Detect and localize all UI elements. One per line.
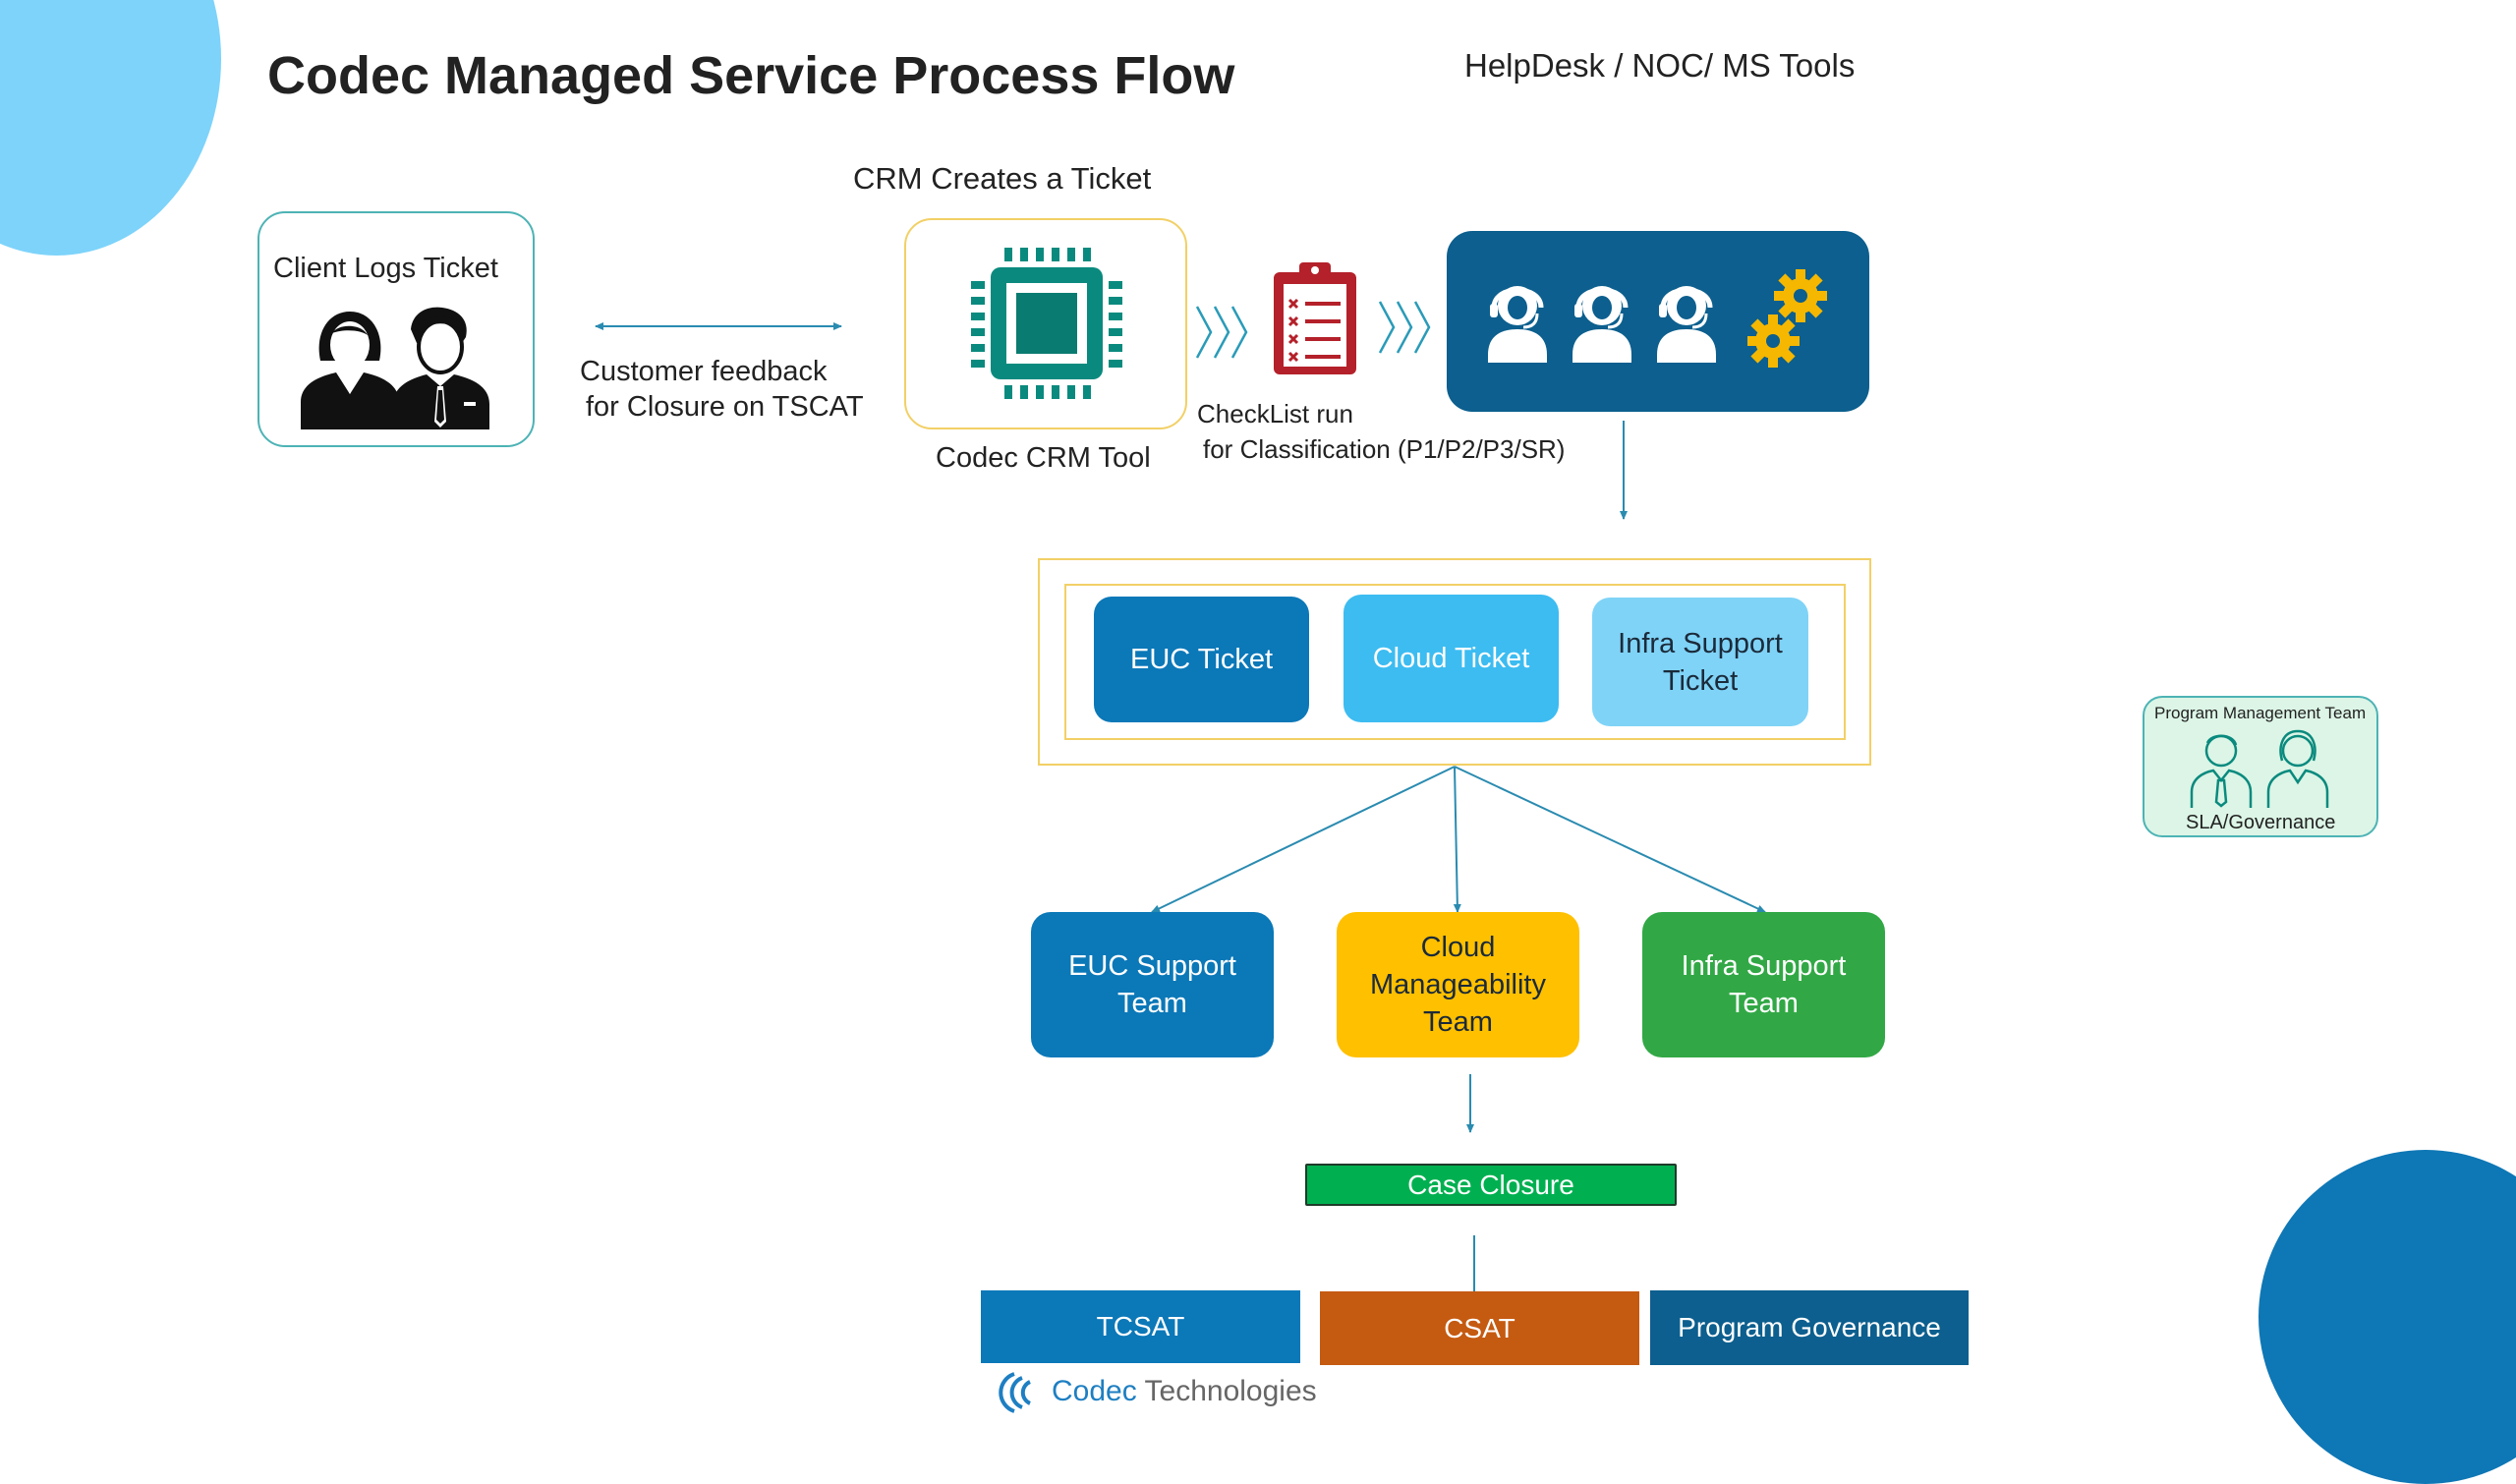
gears-icon	[1747, 269, 1827, 368]
crm-tool-label: Codec CRM Tool	[936, 442, 1151, 474]
program-management-title: Program Management Team	[2154, 704, 2367, 722]
checklist-line-1: CheckList run	[1197, 399, 1353, 428]
checklist-label: CheckList run for Classification (P1/P2/…	[1197, 396, 1565, 467]
crm-heading: CRM Creates a Ticket	[853, 161, 1152, 196]
codec-logo-icon	[999, 1372, 1031, 1413]
infra-support-ticket: Infra Support Ticket	[1592, 598, 1808, 726]
tcsat-label: TCSAT	[1096, 1311, 1185, 1341]
cloud-ticket: Cloud Ticket	[1344, 595, 1559, 722]
feedback-label: Customer feedback for Closure on TSCAT	[580, 354, 864, 425]
ticket-group-outer-frame	[1038, 558, 1871, 766]
infra-support-team-label: Infra Support Team	[1681, 950, 1847, 1019]
chevrons-left	[1195, 306, 1248, 359]
euc-ticket-label: EUC Ticket	[1129, 644, 1274, 675]
codec-logo-text: Codec Technologies	[1052, 1375, 1317, 1408]
feedback-line-1: Customer feedback	[580, 356, 828, 387]
client-card: Client Logs Ticket	[257, 211, 535, 447]
clients-icon	[301, 307, 489, 429]
csat-bar: CSAT	[1320, 1291, 1639, 1365]
logo-suffix: Technologies	[1144, 1375, 1317, 1407]
csat-label: CSAT	[1444, 1312, 1515, 1343]
arrow-to-euc-team	[1151, 766, 1456, 913]
support-agents-group	[1488, 286, 1716, 363]
cloud-ticket-label: Cloud Ticket	[1372, 643, 1530, 674]
manager-icon	[2190, 729, 2329, 808]
case-closure-bar: Case Closure	[1305, 1164, 1677, 1206]
ticket-group-inner-frame	[1064, 584, 1846, 740]
program-management-card: Program Management Team SLA/Governance	[2143, 696, 2378, 837]
page-title: Codec Managed Service Process Flow	[267, 46, 1235, 105]
cloud-manageability-team: Cloud Manageability Team	[1337, 912, 1579, 1057]
euc-ticket: EUC Ticket	[1094, 597, 1309, 722]
case-closure-label: Case Closure	[1407, 1169, 1574, 1200]
chevrons-right	[1378, 301, 1431, 354]
chip-icon	[971, 248, 1122, 399]
program-governance-label: Program Governance	[1678, 1312, 1941, 1342]
helpdesk-team-box	[1447, 231, 1869, 412]
euc-support-team: EUC Support Team	[1031, 912, 1274, 1057]
sla-governance-label: SLA/Governance	[2186, 812, 2336, 833]
helpdesk-tools-label: HelpDesk / NOC/ MS Tools	[1464, 47, 1856, 84]
checklist-line-2: for Classification (P1/P2/P3/SR)	[1203, 434, 1566, 464]
logo-brand: Codec	[1052, 1375, 1137, 1407]
flow-connectors	[595, 301, 1766, 1293]
program-governance-bar: Program Governance	[1650, 1290, 1969, 1365]
feedback-line-2: for Closure on TSCAT	[586, 391, 864, 423]
client-logs-ticket-label: Client Logs Ticket	[273, 253, 498, 284]
arrow-to-cloud-team	[1453, 766, 1461, 913]
arrow-to-infra-team	[1454, 766, 1766, 913]
cloud-manageability-team-label: Cloud Manageability Team	[1370, 932, 1546, 1038]
euc-support-team-label: EUC Support Team	[1068, 950, 1236, 1019]
crm-tool-card	[904, 218, 1187, 429]
infra-support-team: Infra Support Team	[1642, 912, 1885, 1057]
tcsat-bar: TCSAT	[981, 1290, 1300, 1363]
infra-support-ticket-label: Infra Support Ticket	[1618, 627, 1783, 697]
checklist-icon	[1274, 262, 1356, 374]
